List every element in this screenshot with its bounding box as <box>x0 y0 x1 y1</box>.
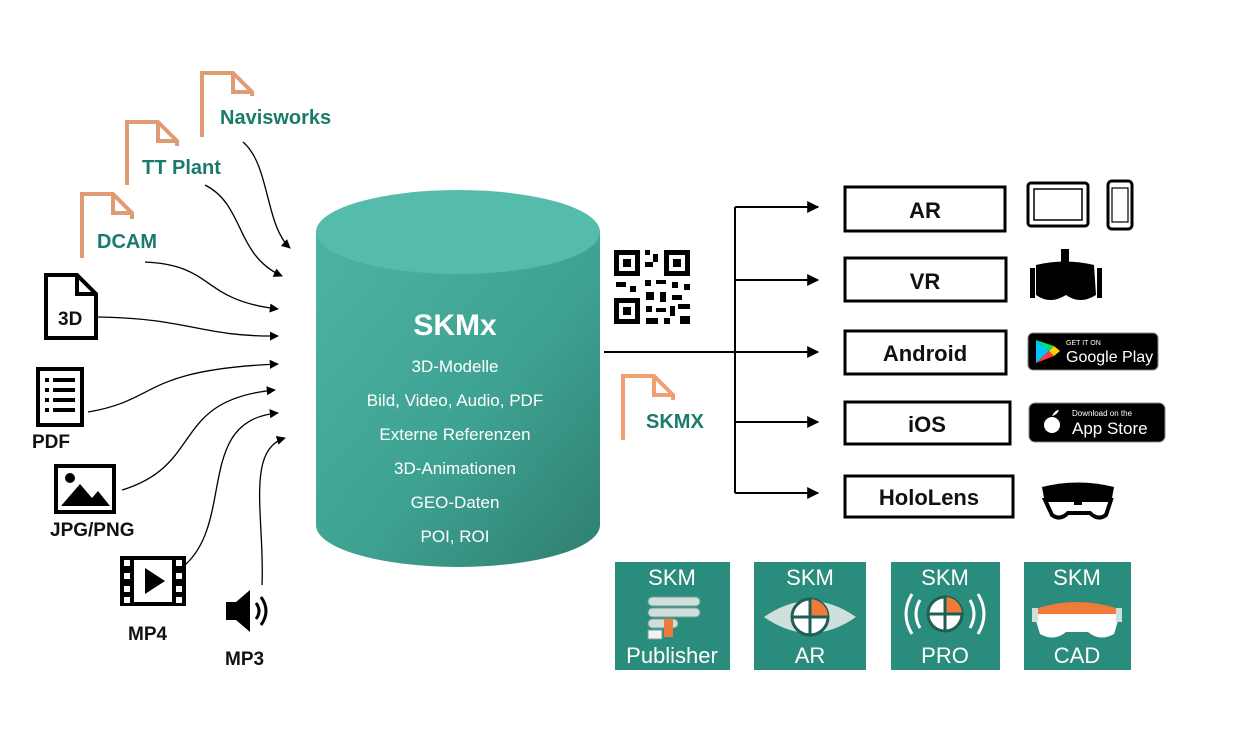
label-dcam: DCAM <box>97 231 157 253</box>
file-icon-navisworks <box>200 71 254 137</box>
target-ar-label: AR <box>909 198 941 223</box>
target-vr-label: VR <box>910 269 941 294</box>
label-navisworks: Navisworks <box>220 107 331 129</box>
database-cylinder <box>316 190 600 567</box>
app-tile-subtitle: PRO <box>921 643 969 668</box>
qr-code-icon <box>614 250 690 324</box>
google-play-big-text: Google Play <box>1066 349 1153 366</box>
app-tile-title: SKM <box>921 565 969 590</box>
pipes-icon <box>647 596 701 640</box>
app-tile-skm-ar: SKM AR <box>754 562 866 670</box>
target-hololens-label: HoloLens <box>879 485 979 510</box>
ar-glasses-icon <box>1032 602 1122 638</box>
target-android: Android <box>843 329 1008 376</box>
app-tile-title: SKM <box>648 565 696 590</box>
tablet-icon <box>1026 181 1090 228</box>
target-ar: AR <box>843 185 1007 233</box>
document-list-icon <box>36 367 84 427</box>
apple-icon <box>1044 410 1060 433</box>
target-android-label: Android <box>883 341 967 366</box>
label-mp4: MP4 <box>128 624 168 645</box>
image-icon <box>54 464 116 514</box>
input-connectors <box>87 141 291 586</box>
file-icon-dcam <box>80 192 134 258</box>
app-store-small-text: Download on the <box>1072 409 1133 418</box>
app-tile-subtitle: AR <box>795 643 826 668</box>
label-3d: 3D <box>58 309 82 330</box>
label-tt-plant: TT Plant <box>142 157 221 179</box>
google-play-small-text: GET IT ON <box>1066 340 1101 347</box>
target-ios: iOS <box>843 400 1012 446</box>
app-tile-title: SKM <box>1053 565 1101 590</box>
label-skmx: SKMX <box>646 411 704 433</box>
eye-target-icon <box>764 597 856 637</box>
phone-icon <box>1106 179 1134 231</box>
hololens-icon <box>1041 482 1114 520</box>
speaker-icon <box>226 590 268 632</box>
app-tile-subtitle: Publisher <box>626 643 718 668</box>
database-item: GEO-Daten <box>411 493 500 512</box>
database-item: 3D-Animationen <box>394 459 516 478</box>
database-title: SKMx <box>413 309 497 342</box>
file-icon-tt-plant <box>125 120 179 185</box>
database-item: POI, ROI <box>421 527 490 546</box>
google-play-badge[interactable]: GET IT ON Google Play <box>1027 332 1159 371</box>
output-connectors <box>604 201 820 499</box>
label-mp3: MP3 <box>225 649 264 670</box>
app-tile-subtitle: CAD <box>1054 643 1100 668</box>
label-jpg-png: JPG/PNG <box>50 520 134 541</box>
database-item: Bild, Video, Audio, PDF <box>367 391 543 410</box>
database-item: 3D-Modelle <box>412 357 499 376</box>
app-tile-skm-publisher: SKM Publisher <box>615 562 730 670</box>
signal-target-icon <box>904 593 986 635</box>
file-icon-3d <box>44 273 98 340</box>
vr-headset-icon <box>1030 249 1102 300</box>
app-store-big-text: App Store <box>1072 419 1148 438</box>
database-items: 3D-Modelle Bild, Video, Audio, PDF Exter… <box>367 357 543 546</box>
video-icon <box>120 556 186 606</box>
target-vr: VR <box>843 256 1008 303</box>
app-tile-skm-cad: SKM CAD <box>1024 562 1131 670</box>
database-item: Externe Referenzen <box>379 425 530 444</box>
target-ios-label: iOS <box>908 412 946 437</box>
app-tile-title: SKM <box>786 565 834 590</box>
label-pdf: PDF <box>32 432 70 453</box>
app-store-badge[interactable]: Download on the App Store <box>1028 402 1166 443</box>
file-icon-skmx <box>621 374 675 440</box>
target-hololens: HoloLens <box>843 474 1015 519</box>
app-tile-skm-pro: SKM PRO <box>891 562 1000 670</box>
